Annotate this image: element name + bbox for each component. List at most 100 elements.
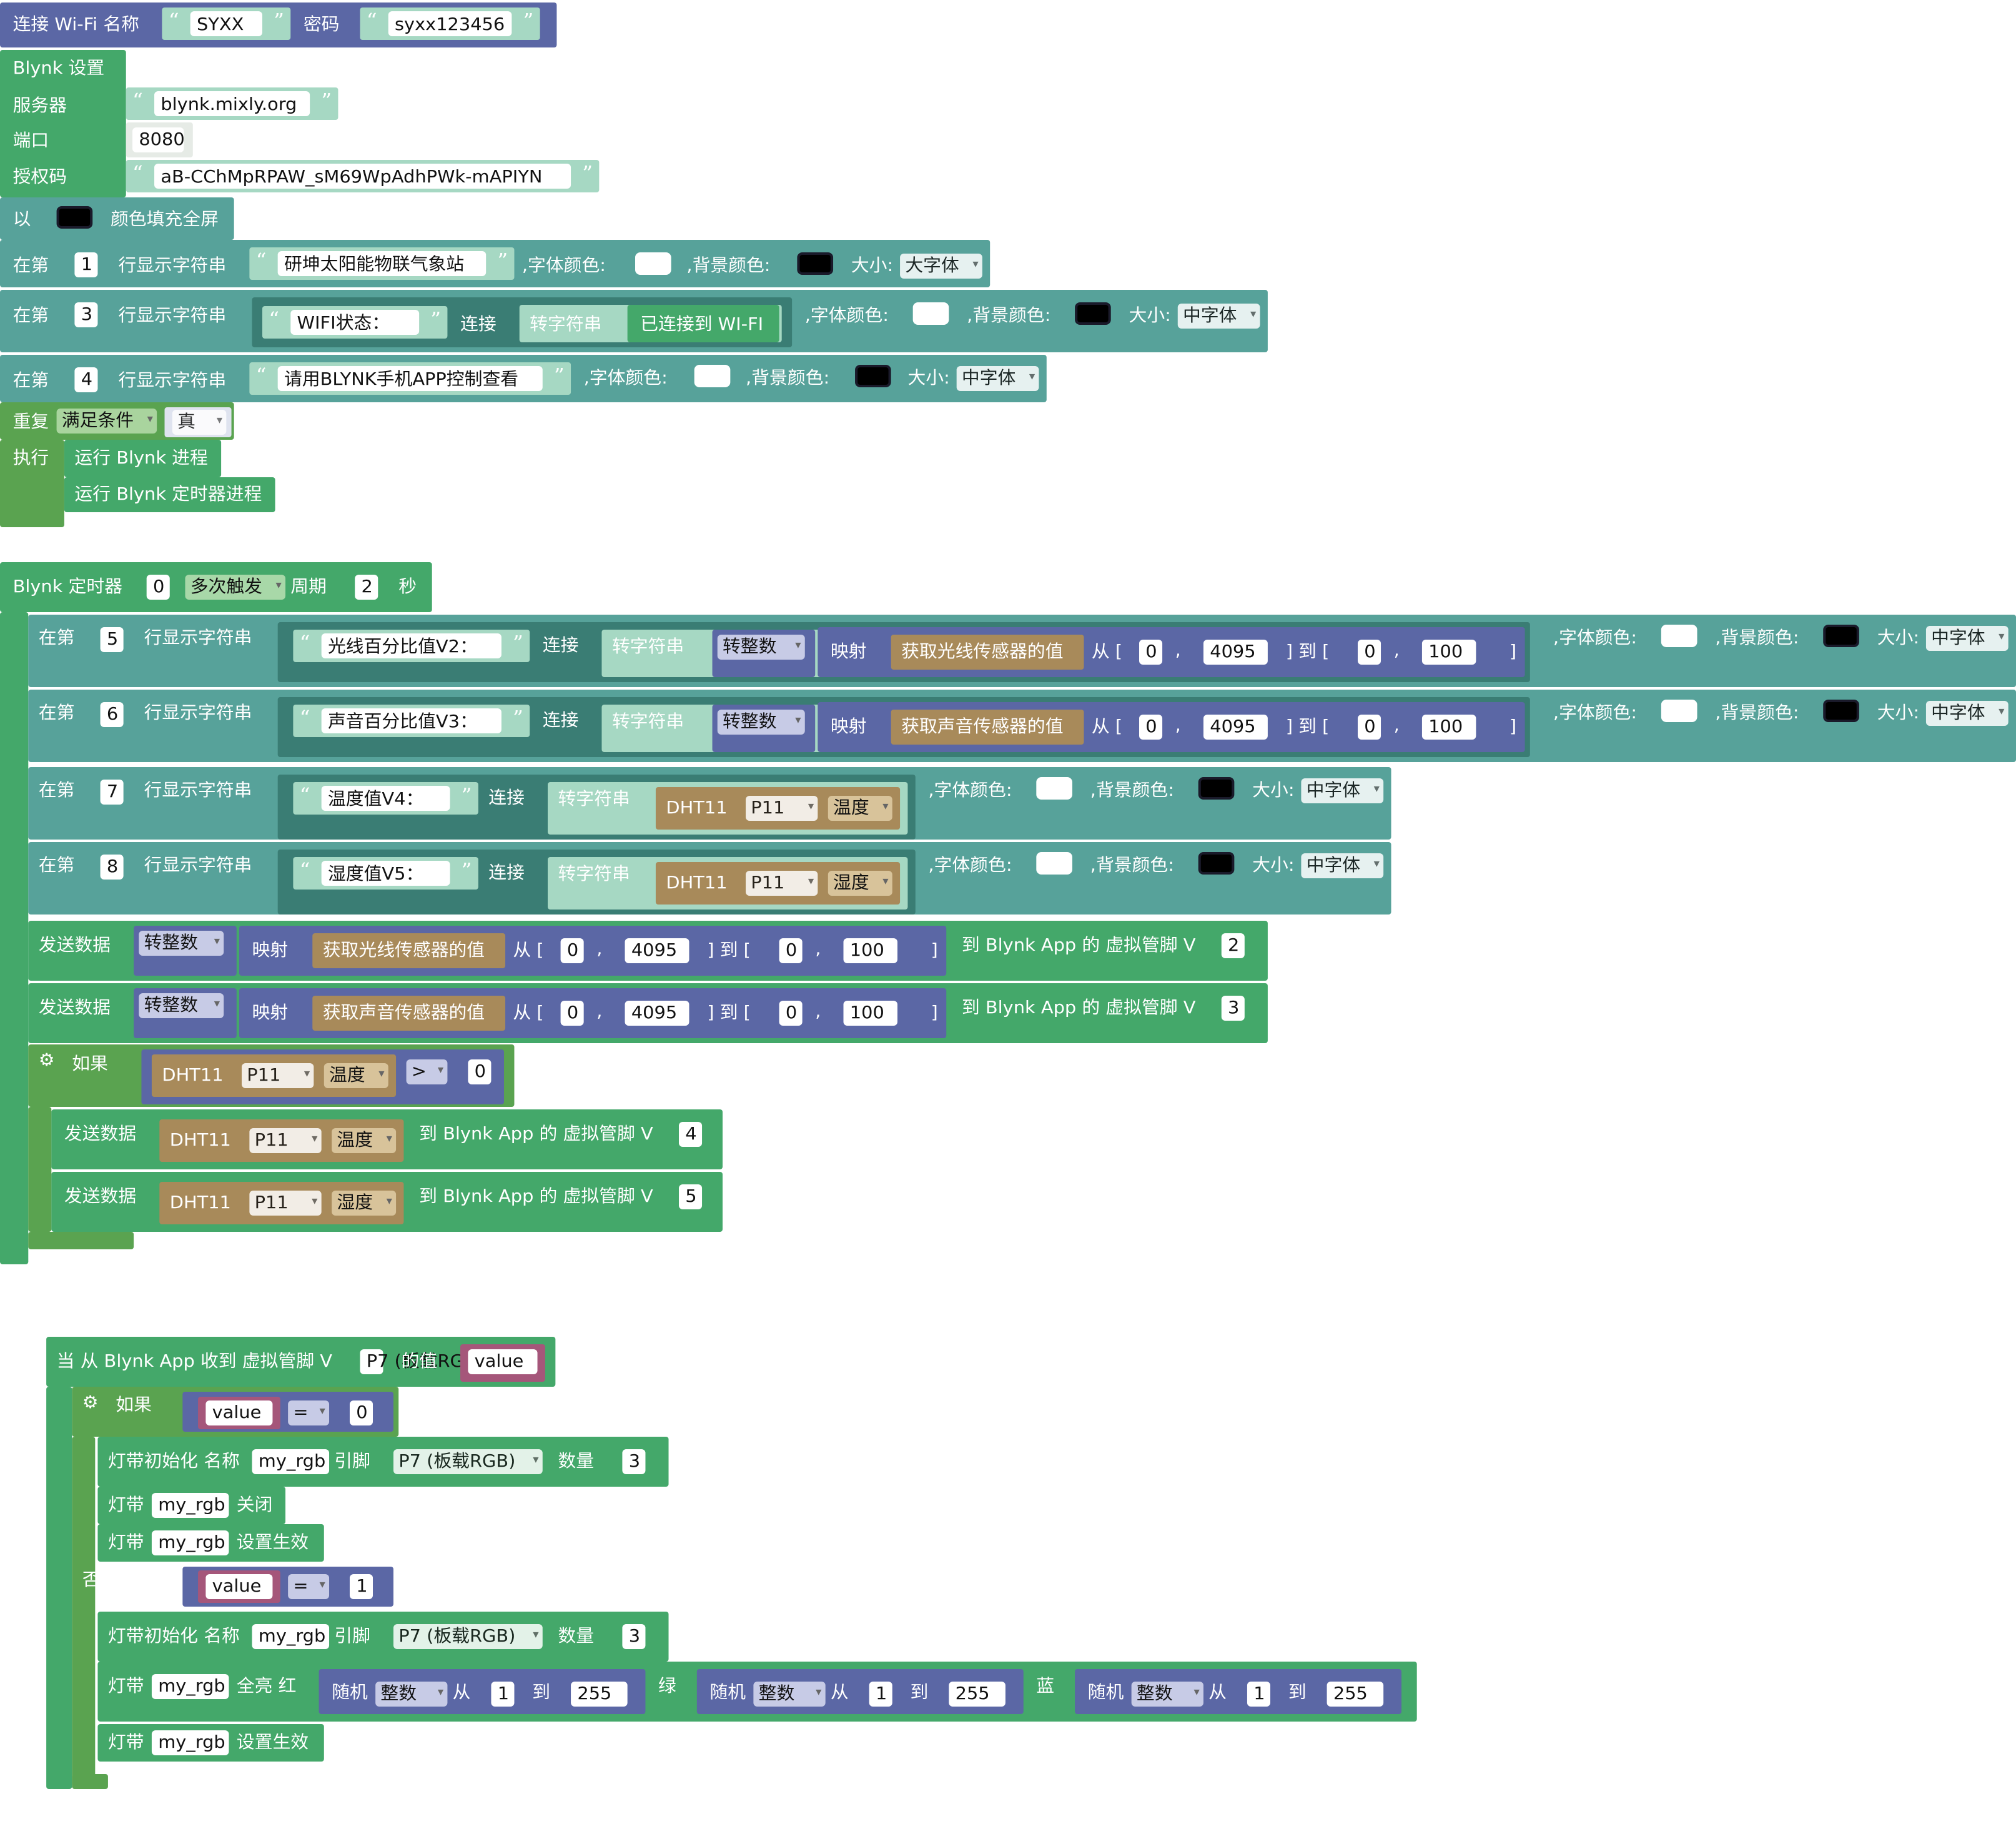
timer-row-6-row-number[interactable]: 6 bbox=[100, 702, 124, 727]
auth-field[interactable]: “aB-CChMpRPAW_sM69WpAdhPWk-mAPIYN” bbox=[126, 160, 600, 192]
timer-row-5-out-max[interactable]: 100 bbox=[1421, 640, 1476, 665]
timer-row-6-in-min[interactable]: 0 bbox=[1139, 715, 1163, 740]
if-init-block[interactable] bbox=[97, 1437, 669, 1487]
random-red-max[interactable]: 255 bbox=[571, 1682, 628, 1707]
timer-row-8-size[interactable]: 中字体▾ bbox=[1301, 853, 1384, 878]
display-row-4-font-color[interactable] bbox=[694, 365, 731, 387]
run-timer-block[interactable] bbox=[64, 477, 275, 512]
display-row-4-row-number[interactable]: 4 bbox=[74, 367, 98, 392]
send-sound-out-min[interactable]: 0 bbox=[779, 1001, 803, 1026]
event-if-body[interactable] bbox=[72, 1437, 96, 1787]
send-hum-pin-dropdown[interactable]: P11▾ bbox=[249, 1191, 322, 1216]
timer-row-5-sensor-block[interactable] bbox=[891, 635, 1084, 670]
event-body[interactable] bbox=[46, 1387, 72, 1789]
repeat-cond[interactable]: 真▾ bbox=[172, 410, 227, 435]
timer-mode[interactable]: 多次触发▾ bbox=[185, 575, 286, 600]
timer-row-5-text-field[interactable]: 光线百分比值V2： bbox=[321, 633, 502, 658]
send-sound-in-min[interactable]: 0 bbox=[560, 1001, 584, 1026]
display-row-4-bg-color[interactable] bbox=[855, 365, 891, 387]
all-red-name[interactable]: my_rgb bbox=[151, 1674, 229, 1699]
send-light-in-max[interactable]: 4095 bbox=[625, 938, 689, 963]
port-field[interactable]: 8080 bbox=[132, 127, 185, 152]
timer-if-footer[interactable] bbox=[28, 1232, 134, 1249]
display-row-1-size[interactable]: 大字体▾ bbox=[900, 254, 982, 279]
send-light-sensor-block[interactable] bbox=[312, 933, 506, 968]
timer-if-body[interactable] bbox=[28, 1107, 52, 1232]
timer-row-7-size[interactable]: 中字体▾ bbox=[1301, 778, 1384, 803]
timer-row-6-in-max[interactable]: 4095 bbox=[1203, 715, 1268, 740]
send-light-toint[interactable]: 转整数▾ bbox=[139, 931, 224, 956]
display-row-3-bg-color[interactable] bbox=[1075, 302, 1111, 325]
timer-row-8-pin-dropdown[interactable]: P11▾ bbox=[746, 871, 818, 896]
send-sound-sensor-block[interactable] bbox=[312, 996, 506, 1031]
timer-compare-value[interactable]: 0 bbox=[468, 1059, 492, 1084]
display-row-4-text[interactable]: “请用BLYNK手机APP控制查看” bbox=[249, 362, 571, 395]
display-row-1-bg-color[interactable] bbox=[797, 252, 834, 275]
send-light-in-min[interactable]: 0 bbox=[560, 938, 584, 963]
repeat-body[interactable] bbox=[0, 440, 64, 527]
timer-row-5-out-min[interactable]: 0 bbox=[1357, 640, 1381, 665]
timer-row-5-size[interactable]: 中字体▾ bbox=[1925, 626, 2009, 651]
display-row-3-text-field[interactable]: WIFI状态： bbox=[290, 310, 420, 335]
wifi-ssid[interactable]: “SYXX” bbox=[162, 7, 291, 40]
timer-row-6-size[interactable]: 中字体▾ bbox=[1925, 701, 2009, 726]
wifi-ssid-field[interactable]: SYXX bbox=[190, 11, 262, 36]
timer-if-pin-dropdown[interactable]: P11▾ bbox=[242, 1063, 314, 1088]
timer-row-5-in-max[interactable]: 4095 bbox=[1203, 640, 1268, 665]
random-blue-min[interactable]: 1 bbox=[1247, 1682, 1270, 1707]
event-if-var-pill[interactable]: value bbox=[205, 1400, 273, 1425]
gear-icon[interactable]: ⚙ bbox=[38, 1051, 55, 1071]
send-temp-pin[interactable]: 4 bbox=[678, 1122, 703, 1147]
random-green-max[interactable]: 255 bbox=[949, 1682, 1006, 1707]
display-row-1-row-number[interactable]: 1 bbox=[74, 252, 98, 277]
if-off-name[interactable]: my_rgb bbox=[151, 1493, 229, 1518]
send-sound-out-max[interactable]: 100 bbox=[843, 1001, 897, 1026]
display-row-4-text-field[interactable]: 请用BLYNK手机APP控制查看 bbox=[277, 366, 543, 391]
if-init-name[interactable]: my_rgb bbox=[252, 1449, 330, 1474]
timer-period[interactable]: 2 bbox=[355, 575, 378, 600]
timer-row-8-row-number[interactable]: 8 bbox=[100, 855, 124, 880]
run-blynk-block[interactable] bbox=[64, 440, 222, 477]
timer-body[interactable] bbox=[0, 612, 29, 1264]
random-blue-max[interactable]: 255 bbox=[1327, 1682, 1384, 1707]
fill-color-swatch[interactable] bbox=[56, 206, 93, 229]
display-row-1-text-field[interactable]: 研坤太阳能物联气象站 bbox=[277, 251, 487, 276]
timer-row-7-bg-color[interactable] bbox=[1198, 777, 1235, 800]
timer-row-6-font-color[interactable] bbox=[1661, 700, 1697, 722]
wifi-password-field[interactable]: syxx123456 bbox=[388, 11, 512, 36]
display-row-4-size[interactable]: 中字体▾ bbox=[956, 366, 1039, 391]
repeat-mode-dropdown[interactable]: 满足条件▾ bbox=[56, 409, 157, 434]
timer-row-8-font-color[interactable] bbox=[1036, 852, 1072, 875]
event-elif-op[interactable]: =▾ bbox=[288, 1574, 330, 1599]
random-red-type[interactable]: 整数▾ bbox=[375, 1682, 448, 1707]
server-field-field[interactable]: blynk.mixly.org bbox=[154, 91, 310, 116]
send-light-out-min[interactable]: 0 bbox=[779, 938, 803, 963]
event-elif-value[interactable]: 1 bbox=[349, 1574, 373, 1599]
event-if-op[interactable]: =▾ bbox=[288, 1400, 330, 1425]
timer-row-6-text-field[interactable]: 声音百分比值V3： bbox=[321, 708, 502, 733]
send-light-pin[interactable]: 2 bbox=[1221, 933, 1245, 958]
send-temp-field-dropdown[interactable]: 温度▾ bbox=[332, 1128, 397, 1153]
timer-row-6-out-max[interactable]: 100 bbox=[1421, 715, 1476, 740]
timer-row-5-text[interactable]: “光线百分比值V2：” bbox=[293, 630, 530, 662]
timer-row-6-toint[interactable]: 转整数▾ bbox=[717, 710, 805, 735]
timer-row-6-text[interactable]: “声音百分比值V3：” bbox=[293, 705, 530, 737]
elif-apply-name[interactable]: my_rgb bbox=[151, 1730, 229, 1755]
display-row-3-row-number[interactable]: 3 bbox=[74, 302, 98, 327]
event-if-value[interactable]: 0 bbox=[349, 1400, 373, 1425]
blynk-setup-block[interactable] bbox=[0, 50, 126, 197]
send-sound-in-max[interactable]: 4095 bbox=[625, 1001, 689, 1026]
timer-row-6-bg-color[interactable] bbox=[1823, 700, 1859, 722]
if-apply-name[interactable]: my_rgb bbox=[151, 1530, 229, 1555]
timer-row-7-text[interactable]: “温度值V4：” bbox=[293, 782, 478, 815]
elif-init-pin[interactable]: P7 (板载RGB)▾ bbox=[393, 1624, 543, 1649]
display-row-3-text[interactable]: “WIFI状态：” bbox=[262, 306, 448, 339]
event-elif-var-pill[interactable]: value bbox=[205, 1574, 273, 1599]
timer-row-5-font-color[interactable] bbox=[1661, 625, 1697, 647]
timer-row-7-text-field[interactable]: 温度值V4： bbox=[321, 786, 450, 811]
timer-row-8-text-field[interactable]: 湿度值V5： bbox=[321, 861, 450, 886]
timer-row-7-row-number[interactable]: 7 bbox=[100, 780, 124, 805]
send-light-out-max[interactable]: 100 bbox=[843, 938, 897, 963]
random-green-type[interactable]: 整数▾ bbox=[753, 1682, 826, 1707]
